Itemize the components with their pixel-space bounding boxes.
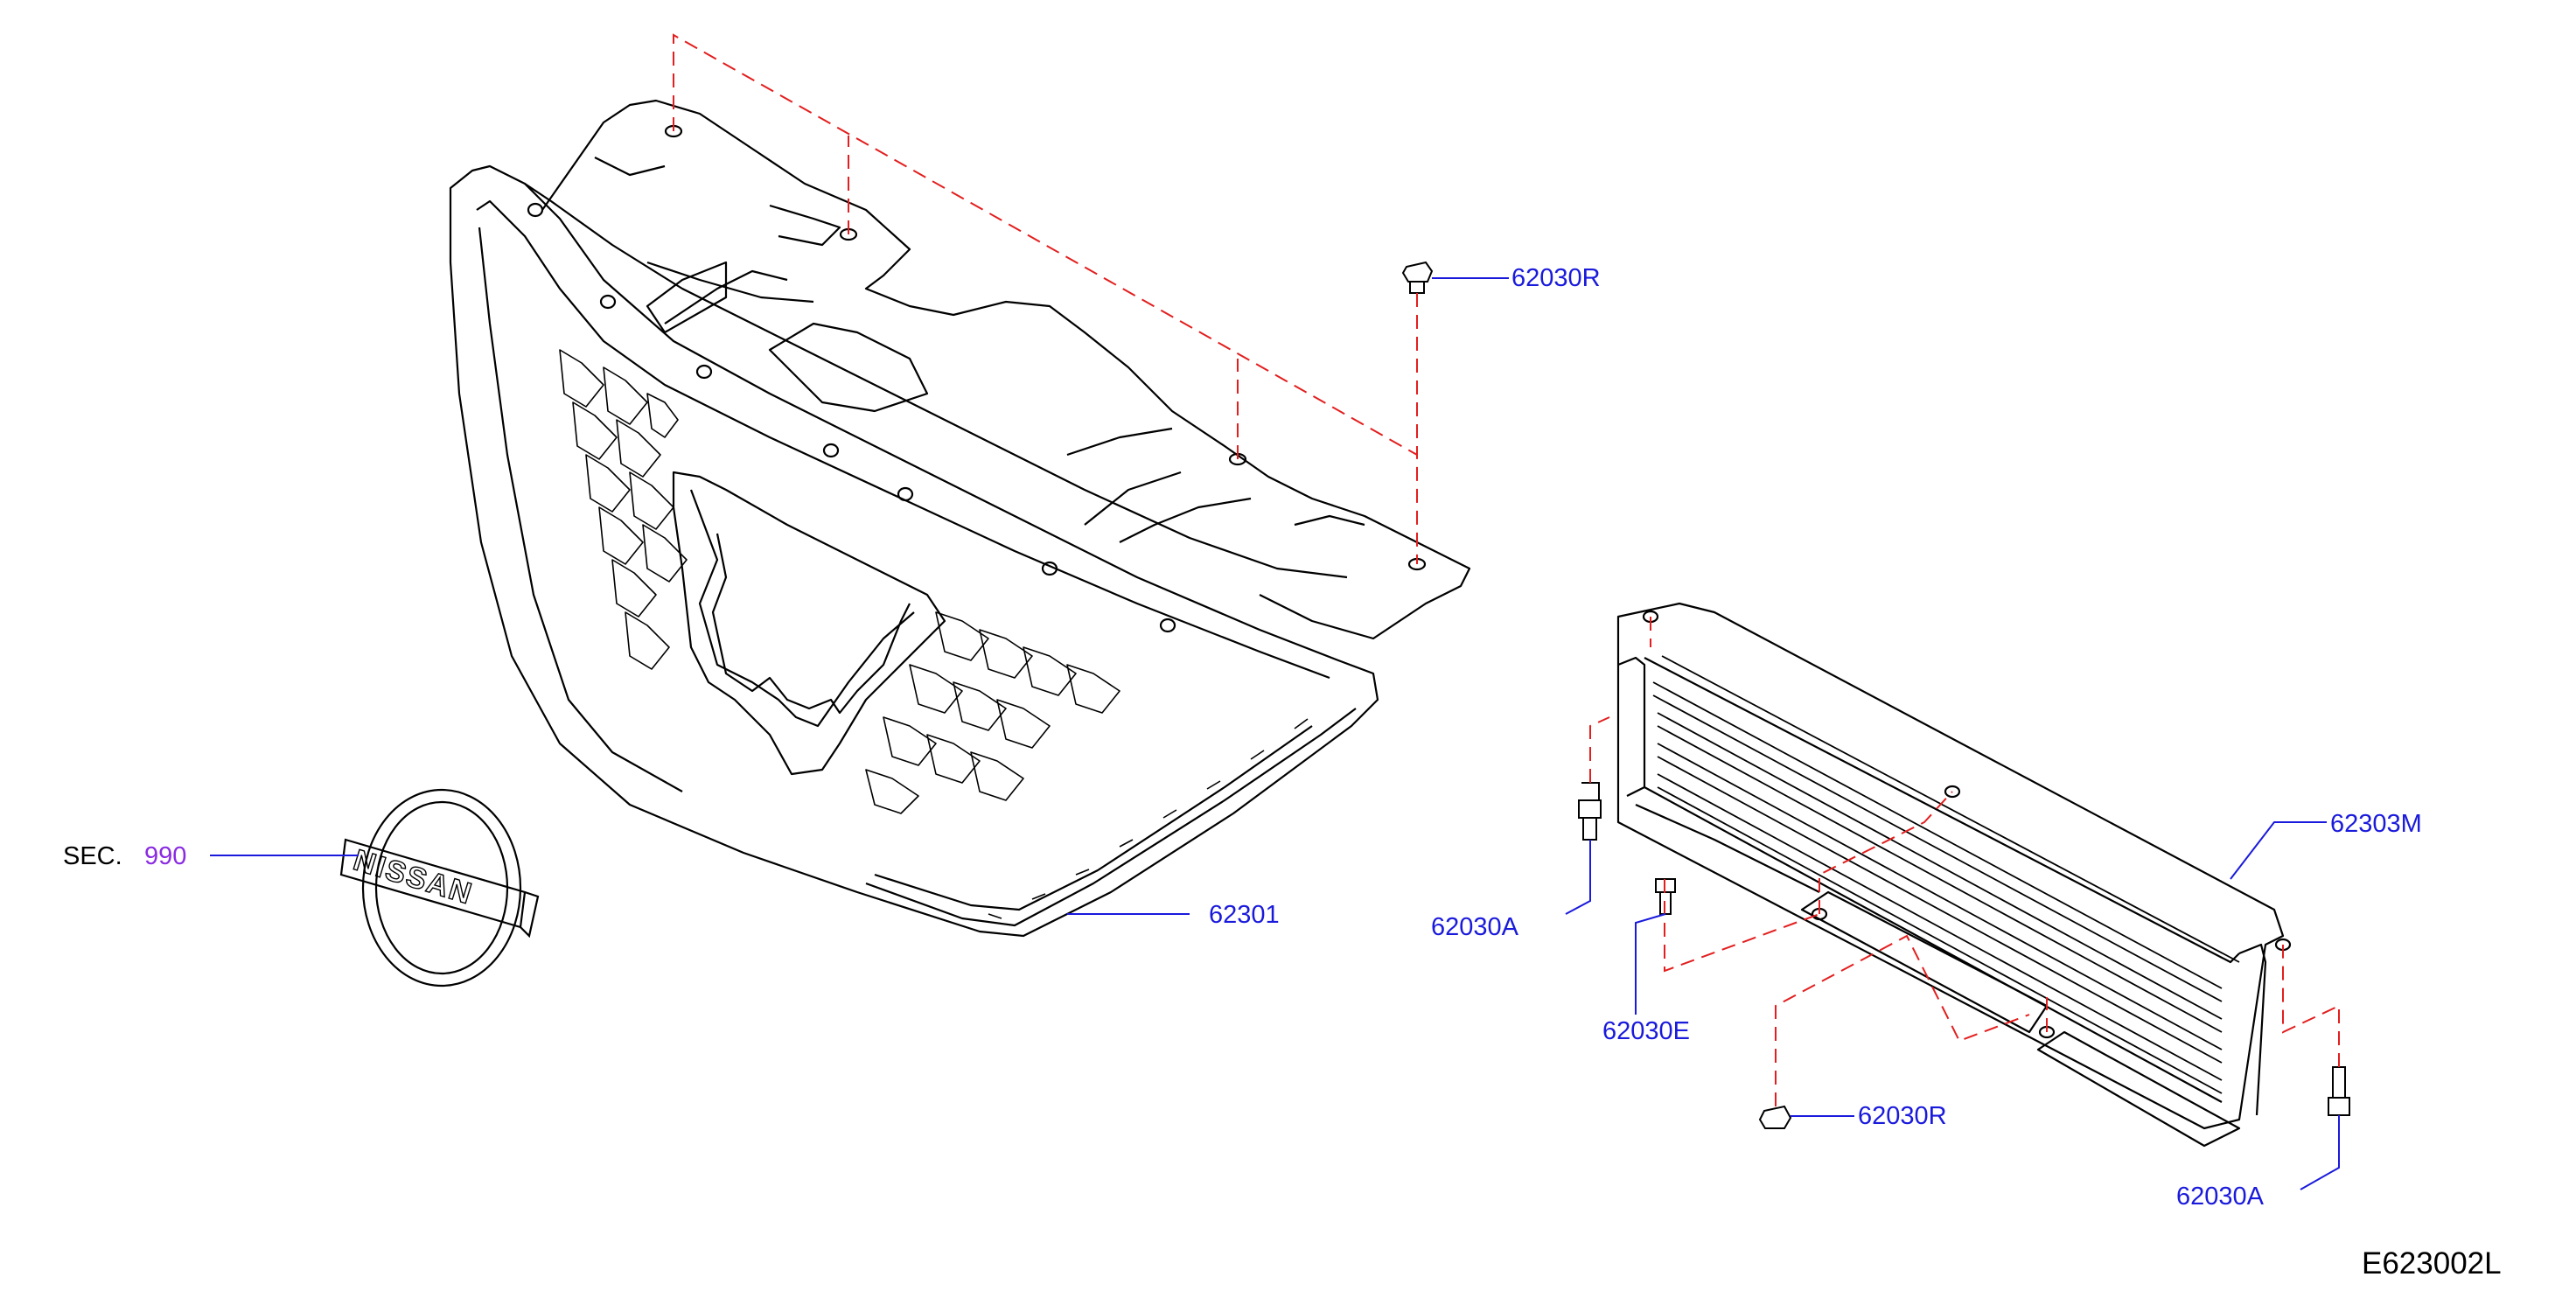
nissan-emblem[interactable]: NISSAN — [339, 788, 540, 987]
leader-lines — [210, 277, 2340, 1190]
diagram-code: E623002L — [2362, 1246, 2502, 1281]
bolt-62030a-right[interactable] — [2328, 1066, 2350, 1116]
callout-62301[interactable]: 62301 — [1209, 901, 1280, 929]
section-990-link[interactable]: 990 — [144, 842, 187, 870]
clip-62030r-top[interactable] — [1401, 261, 1434, 294]
clip-62030r-bottom[interactable] — [1758, 1105, 1792, 1129]
lower-grille-62303m[interactable] — [1616, 602, 2292, 1148]
emblem-wordmark: NISSAN — [350, 843, 477, 911]
callout-62030r-bottom[interactable]: 62030R — [1858, 1102, 1947, 1130]
callout-62030a-left[interactable]: 62030A — [1431, 913, 1518, 941]
callout-62030a-right[interactable]: 62030A — [2176, 1183, 2264, 1211]
front-grille-62301[interactable] — [449, 164, 1379, 938]
callout-62030e[interactable]: 62030E — [1602, 1017, 1690, 1045]
bolt-62030a-left[interactable] — [1578, 782, 1602, 841]
section-prefix-label: SEC. — [63, 842, 122, 870]
upper-grille-cover — [527, 99, 1471, 640]
assembly-lines — [673, 33, 2340, 1106]
callout-62030r-top[interactable]: 62030R — [1511, 264, 1601, 292]
bolt-62030e[interactable] — [1655, 878, 1676, 915]
callout-62303m[interactable]: 62303M — [2330, 810, 2422, 838]
